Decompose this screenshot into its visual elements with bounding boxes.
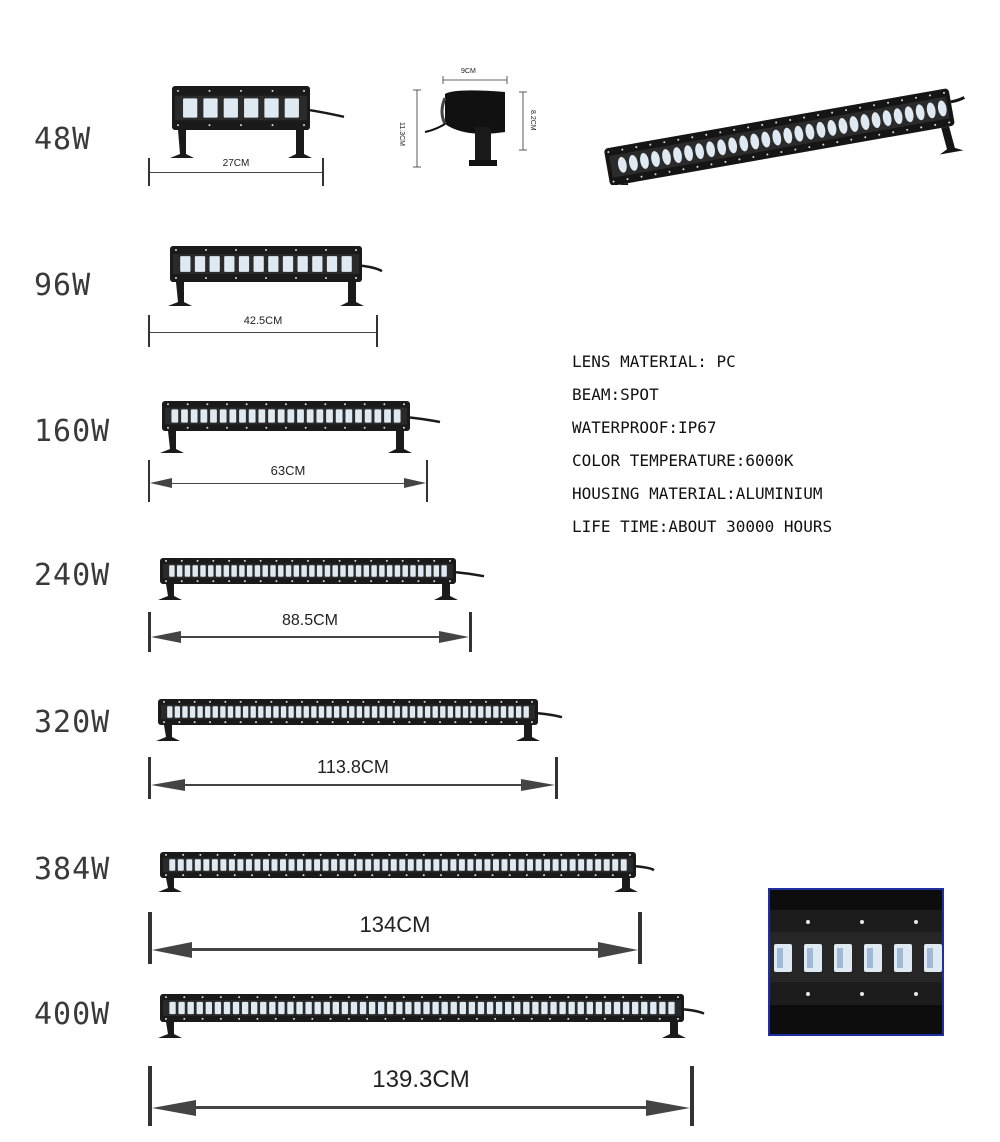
dimension-160w: 63CM [148, 460, 428, 502]
light-bar-320w-image [156, 699, 563, 741]
watt-label-384: 384W [34, 852, 111, 887]
length-label-96w: 42.5CM [243, 315, 283, 327]
dimension-48w: 27CM [148, 158, 324, 186]
light-bar-384w-image [158, 852, 655, 892]
watt-label-240: 240W [34, 558, 111, 593]
light-bar-96w-image [168, 246, 383, 306]
watt-label-400: 400W [34, 997, 111, 1032]
spec-life-time: LIFE TIME:ABOUT 30000 HOURS [572, 517, 833, 536]
dimension-400w: 139.3CM [148, 1066, 694, 1126]
length-label-400w: 139.3CM [372, 1066, 470, 1093]
spec-waterproof: WATERPROOF:IP67 [572, 418, 717, 437]
spec-lens-material: LENS MATERIAL: PC [572, 352, 736, 371]
light-bar-240w-image [158, 558, 485, 600]
spec-housing-material: HOUSING MATERIAL:ALUMINIUM [572, 484, 823, 503]
side-width-label: 9CM [461, 68, 476, 75]
length-label-240w: 88.5CM [281, 612, 339, 629]
length-label-320w: 113.8CM [317, 757, 389, 777]
led-closeup-image [768, 888, 944, 1036]
dimension-320w: 113.8CM [148, 757, 558, 799]
watt-label-48: 48W [34, 122, 92, 157]
dimension-384w: 134CM [148, 912, 642, 964]
watt-label-160: 160W [34, 414, 111, 449]
length-label-384w: 134CM [359, 912, 431, 937]
light-bar-hero-image [604, 88, 965, 185]
light-bar-48w-image [170, 86, 345, 158]
dimension-240w: 88.5CM [148, 612, 472, 652]
watt-label-320: 320W [34, 705, 111, 740]
dimension-96w: 42.5CM [148, 315, 378, 347]
spec-color-temperature: COLOR TEMPERATURE:6000K [572, 451, 794, 470]
watt-label-96: 96W [34, 268, 92, 303]
light-bar-160w-image [160, 401, 441, 453]
side-view-diagram: 9CM 11.3CM 8.2CM [398, 68, 545, 182]
side-height-right-label: 8.2CM [529, 110, 536, 131]
light-bar-400w-image [158, 994, 705, 1038]
specifications-list: LENS MATERIAL: PC BEAM:SPOT WATERPROOF:I… [572, 350, 832, 548]
length-label-160w: 63CM [270, 463, 306, 478]
spec-beam: BEAM:SPOT [572, 385, 659, 404]
side-height-left-label: 11.3CM [398, 122, 405, 146]
length-label-48w: 27CM [222, 158, 250, 169]
